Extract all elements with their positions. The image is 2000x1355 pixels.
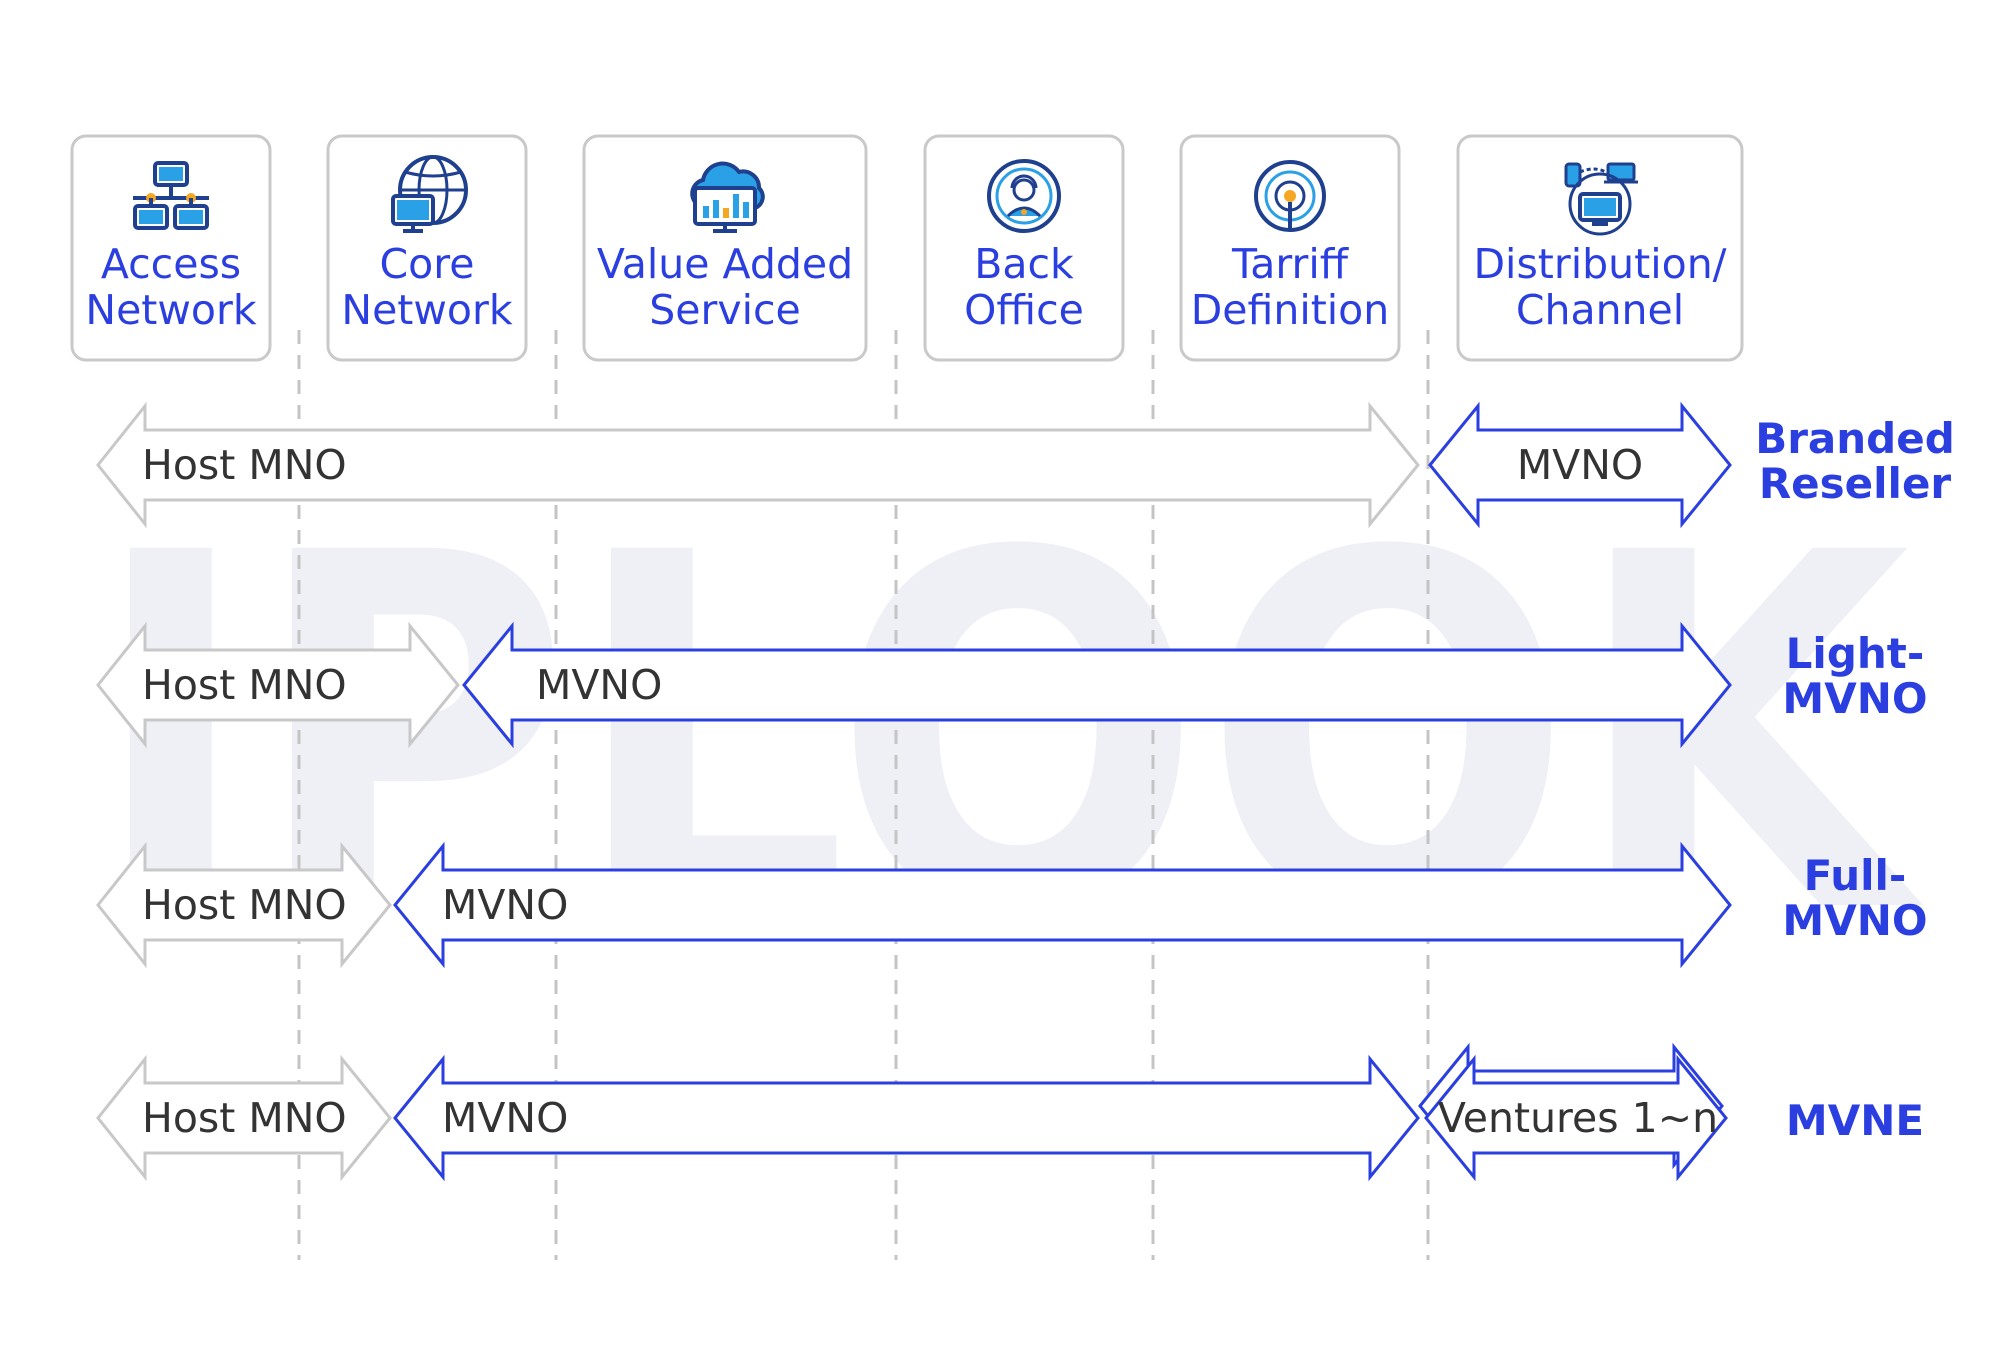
column-core-network: Core Network [326, 134, 528, 362]
row-label-line-2: MVNO [1782, 674, 1927, 723]
row-full-mvno: Host MNO MVNO Full- MVNO [96, 841, 1928, 969]
host-mno-arrow [96, 841, 392, 969]
row-label-line-2: Reseller [1759, 459, 1952, 508]
broadcast-antenna-icon [1254, 160, 1326, 232]
row-label-line-1: Full- [1804, 851, 1907, 900]
mvno-arrow [1428, 401, 1732, 529]
column-label-line-1: Value Added [597, 240, 853, 288]
column-label-line-1: Tarriff [1231, 240, 1350, 288]
column-distribution-channel: Distribution/ Channel [1456, 134, 1744, 362]
mvno-arrow [462, 621, 1732, 749]
host-mno-arrow [96, 1054, 392, 1182]
row-label-line-1: MVNE [1786, 1096, 1924, 1145]
column-box [923, 134, 1125, 362]
column-label-line-1: Back [974, 240, 1074, 288]
mvno-arrow [393, 1054, 1420, 1182]
column-back-office: Back Office [923, 134, 1125, 362]
column-box [1179, 134, 1401, 362]
column-label-line-2: Network [85, 286, 256, 334]
row-label-line-1: Branded [1755, 414, 1955, 463]
column-label-line-2: Network [341, 286, 512, 334]
row-label-line-1: Light- [1786, 629, 1925, 678]
column-box [70, 134, 272, 362]
arrow-label: MVNO [536, 661, 662, 709]
column-tariff-definition: Tarriff Definition [1179, 134, 1401, 362]
arrow-label: Host MNO [142, 1094, 347, 1142]
column-label-line-1: Distribution/ [1473, 240, 1726, 288]
mvno-arrow [393, 841, 1732, 969]
arrow-label: Host MNO [142, 661, 347, 709]
globe-monitor-icon [391, 155, 468, 233]
column-label-line-2: Service [649, 286, 801, 334]
cloud-dashboard-icon [690, 161, 765, 233]
column-label-line-1: Access [101, 240, 241, 288]
multi-device-icon [1564, 162, 1638, 236]
column-label-line-2: Channel [1516, 286, 1684, 334]
network-topology-icon [133, 161, 209, 230]
arrow-label: MVNO [442, 1094, 568, 1142]
column-access-network: Access Network [70, 134, 272, 362]
arrow-label: Host MNO [142, 881, 347, 929]
arrow-label: MVNO [442, 881, 568, 929]
arrow-label: MVNO [1517, 441, 1643, 489]
arrow-label: Ventures 1~n [1438, 1094, 1718, 1142]
row-light-mvno: Host MNO MVNO Light- MVNO [96, 621, 1928, 749]
row-label-line-2: MVNO [1782, 896, 1927, 945]
column-value-added-service: Value Added Service [582, 134, 868, 362]
column-label-line-2: Definition [1191, 286, 1390, 334]
support-agent-icon [987, 159, 1061, 233]
arrow-label: Host MNO [142, 441, 347, 489]
host-mno-arrow [96, 401, 1420, 529]
column-box [1456, 134, 1744, 362]
column-label-line-2: Office [964, 286, 1084, 334]
host-mno-arrow [96, 621, 460, 749]
row-branded-reseller: Host MNO MVNO Branded Reseller [96, 401, 1955, 529]
header-columns: Access Network Core Network [70, 134, 1744, 362]
row-mvne: Host MNO MVNO Ventures 1~n MVNE [96, 1042, 1924, 1182]
column-box [582, 134, 868, 362]
ventures-arrow [1424, 1054, 1728, 1182]
column-box [326, 134, 528, 362]
column-label-line-1: Core [380, 240, 475, 288]
